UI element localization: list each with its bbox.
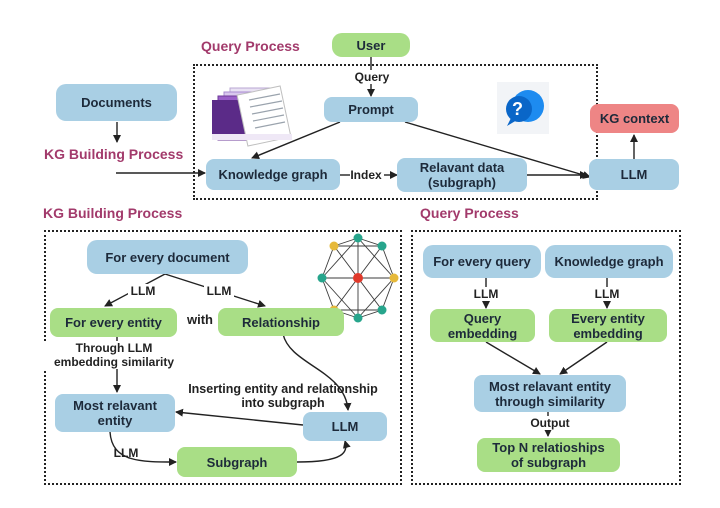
kg-context-node: KG context [590,104,679,133]
relevant-data-node: Relavant data (subgraph) [397,158,527,192]
through-llm-label: Through LLM embedding similarity [44,341,184,369]
edge-subgraph-llm [296,440,351,463]
query-embedding-node: Query embedding [430,309,535,342]
knowledge-graph-node: Knowledge graph [206,159,340,190]
edge-prompt-llm [404,121,591,179]
subgraph-node: Subgraph [177,447,297,477]
most-relevant-right-line2: through similarity [495,393,605,409]
inserting-line1: Inserting entity and relationship [188,382,378,396]
most-relevant-right-line1: Most relavant entity [488,378,612,394]
edge-queryemb-mostrelevant [485,341,541,375]
entity-embedding-node: Every entity embedding [549,309,667,342]
relevant-data-line1: Relavant data [419,160,505,175]
llm-label-left-2: LLM [204,284,234,298]
llm-label-right-1: LLM [471,287,501,301]
edge-llm-mostrelevant [175,408,304,426]
top-n-relationships-node: Top N relatioships of subgraph [477,438,620,472]
graph-network-icon [317,233,399,323]
relationship-node: Relationship [218,308,344,336]
query-embedding-line1: Query [463,310,502,326]
for-every-document-node: For every document [87,240,248,274]
output-label: Output [527,416,573,430]
inserting-line2: into subgraph [241,396,325,410]
edge-prompt-kg [251,121,341,160]
entity-embedding-line2: embedding [573,325,643,341]
most-relevant-left-line1: Most relavant [73,398,157,413]
right-section-title: Query Process [420,205,519,221]
documents-stack-icon [212,85,292,147]
top-query-process-title: Query Process [201,38,300,54]
edge-relationship-llm [282,333,352,411]
llm-top-node: LLM [589,159,679,190]
relevant-data-line2: (subgraph) [428,175,496,190]
top-n-line2: of subgraph [510,455,587,470]
top-n-line1: Top N relatioships [492,440,605,455]
most-relevant-entity-left-node: Most relavant entity [55,394,175,432]
for-every-entity-node: For every entity [50,308,177,337]
query-process-right-box [411,230,681,485]
query-embedding-line2: embedding [447,325,518,341]
llm-label-left-1: LLM [128,284,158,298]
llm-label-left-3: LLM [113,446,139,460]
edge-entityemb-mostrelevant [559,341,608,375]
with-label: with [187,312,213,327]
documents-node: Documents [56,84,177,121]
top-kg-building-title: KG Building Process [44,146,184,162]
user-node: User [332,33,410,57]
index-label: Index [350,168,382,182]
prompt-node: Prompt [324,97,418,122]
edge-mostrelevant-subgraph [109,431,177,466]
most-relevant-entity-right-node: Most relavant entity through similarity [474,375,626,412]
left-section-title: KG Building Process [43,205,183,221]
through-line2: embedding similarity [53,355,175,369]
through-line1: Through LLM [75,341,153,355]
knowledge-graph-right-node: Knowledge graph [545,245,673,278]
question-chat-icon: ? [497,82,549,134]
for-every-query-node: For every query [423,245,541,278]
llm-label-right-2: LLM [592,287,622,301]
query-label: Query [350,70,394,84]
entity-embedding-line1: Every entity [571,310,645,326]
llm-left-node: LLM [303,412,387,441]
inserting-label: Inserting entity and relationship into s… [176,382,390,410]
most-relevant-left-line2: entity [97,413,133,428]
svg-text:?: ? [512,99,523,119]
